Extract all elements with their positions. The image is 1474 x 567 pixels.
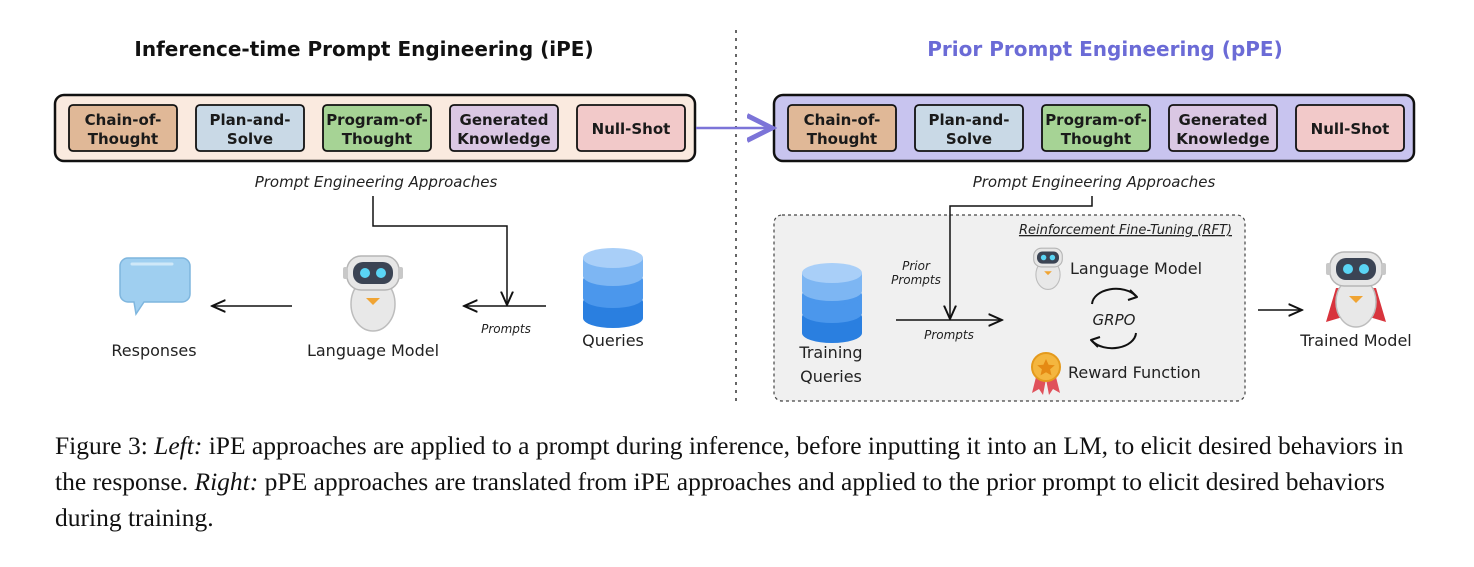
approach-box [449,104,559,152]
caption-right-word: Right: [194,467,259,496]
right-approach-0: Chain-of-Thought [787,104,897,152]
rft-title: Reinforcement Fine-Tuning (RFT) [1019,223,1232,238]
right-approach-4: Null-Shot [1295,104,1405,152]
approach-box [195,104,305,152]
queries-label: Queries [582,331,644,350]
approach-label: Plan-and- [929,111,1010,129]
trained-model-label: Trained Model [1299,331,1412,350]
robot-icon [343,255,403,332]
trained-robot-icon [1326,251,1386,328]
right-approach-1: Plan-and-Solve [914,104,1024,152]
left-approach-pills: Chain-of-ThoughtPlan-and-SolveProgram-of… [68,104,686,152]
prior-prompts-label-1: Prior [902,259,931,273]
grpo-label: GRPO [1093,311,1136,329]
medal-icon [1031,352,1061,395]
approach-label: Chain-of- [85,111,162,129]
left-approach-line [372,196,507,305]
prior-prompts-label-2: Prompts [891,273,941,287]
approach-box [68,104,178,152]
left-approach-2: Program-of-Thought [322,104,432,152]
approach-label: Thought [1061,130,1131,148]
database-icon [583,248,643,328]
approach-label: Knowledge [1176,130,1269,148]
left-approach-4: Null-Shot [576,104,686,152]
left-prompts-label: Prompts [481,322,531,336]
approach-label: Null-Shot [1311,120,1390,138]
approach-box [576,104,686,152]
approach-label: Knowledge [457,130,550,148]
rft-lm-label: Language Model [1070,259,1202,278]
lm-label-left: Language Model [307,341,439,360]
small-robot-icon [1033,247,1063,291]
right-approach-2: Program-of-Thought [1041,104,1151,152]
reward-label: Reward Function [1068,363,1201,382]
approach-label: Generated [460,111,549,129]
approach-label: Thought [342,130,412,148]
right-approach-pills: Chain-of-ThoughtPlan-and-SolveProgram-of… [787,104,1405,152]
approach-box [1295,104,1405,152]
approach-box [1041,104,1151,152]
rft-box [773,214,1246,402]
left-approach-0: Chain-of-Thought [68,104,178,152]
caption-left-text: iPE approaches are applied to a prompt d… [55,431,1404,496]
approach-box [787,104,897,152]
approach-label: Program-of- [1045,111,1147,129]
training-queries-label-1: Training [798,343,862,362]
right-approaches-label: Prompt Engineering Approaches [973,173,1216,191]
responses-label: Responses [111,341,196,360]
approach-box [914,104,1024,152]
left-approaches-label: Prompt Engineering Approaches [255,173,498,191]
approach-label: Chain-of- [804,111,881,129]
caption-right-text: pPE approaches are translated from iPE a… [55,467,1385,532]
database-icon [802,263,862,343]
approach-label: Solve [227,130,273,148]
approach-box [322,104,432,152]
approach-label: Thought [807,130,877,148]
right-approach-line [950,196,1093,319]
approach-label: Generated [1179,111,1268,129]
right-title: Prior Prompt Engineering (pPE) [927,37,1282,61]
left-approach-1: Plan-and-Solve [195,104,305,152]
left-title: Inference-time Prompt Engineering (iPE) [134,37,593,61]
approach-box [1168,104,1278,152]
cycle-arrows-icon [1090,287,1138,350]
approach-label: Null-Shot [592,120,671,138]
approach-label: Plan-and- [210,111,291,129]
speech-bubble-icon [119,257,191,316]
approach-label: Program-of- [326,111,428,129]
caption-prefix: Figure 3: [55,431,155,460]
right-prompts-label: Prompts [924,328,974,342]
approach-label: Solve [946,130,992,148]
caption-left-word: Left: [154,431,203,460]
figure-caption: Figure 3: Left: iPE approaches are appli… [55,428,1425,536]
approach-label: Thought [88,130,158,148]
diagram: Inference-time Prompt Engineering (iPE) … [53,30,1416,405]
training-queries-label-2: Queries [800,367,862,386]
